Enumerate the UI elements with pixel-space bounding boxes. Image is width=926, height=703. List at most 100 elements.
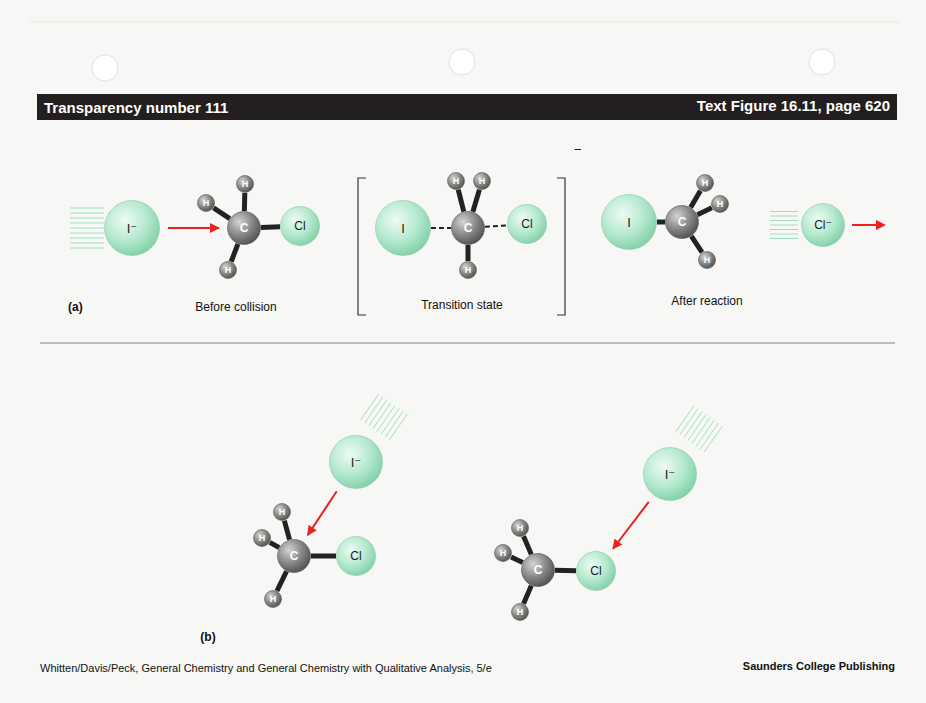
atom-symbol: H (453, 176, 460, 186)
atom-symbol: H (225, 265, 232, 275)
atom-symbol: I⁻ (351, 455, 361, 470)
chemical-bond (697, 208, 712, 215)
atom-symbol: H (500, 548, 507, 558)
panel-divider (40, 343, 895, 344)
atom-symbol: H (279, 507, 286, 517)
atom-symbol: H (704, 255, 711, 265)
atom-symbol: I⁻ (665, 467, 675, 482)
hydrogen-atom: H (236, 175, 254, 193)
atom-symbol: C (678, 215, 687, 229)
hydrogen-atom: H (197, 194, 215, 212)
motion-arrow (852, 224, 878, 226)
approach-arrow (168, 227, 219, 229)
page-edge (30, 22, 900, 23)
chemical-bond (311, 554, 336, 559)
chemical-bond (458, 190, 464, 212)
atom-symbol: Cl (590, 564, 601, 578)
caption-text: Transition state (421, 298, 503, 312)
atom-symbol: C (534, 563, 543, 577)
chemical-bond (431, 227, 451, 229)
hydrogen-atom: H (473, 172, 491, 190)
chemical-bond (242, 193, 247, 211)
chemical-bond (277, 571, 287, 591)
chemical-bond (485, 225, 507, 226)
hydrogen-atom: H (459, 261, 477, 279)
chlorine-atom: Cl (280, 206, 320, 246)
motion-arrow-head (876, 220, 886, 230)
carbon-atom: C (665, 205, 699, 239)
chemical-bond (511, 557, 523, 563)
chlorine-atom: Cl⁻ (801, 203, 845, 247)
hydrogen-atom: H (511, 603, 529, 621)
carbon-atom: C (227, 211, 261, 245)
atom-symbol: C (240, 221, 249, 235)
atom-symbol: H (702, 178, 709, 188)
motion-lines (70, 208, 798, 452)
atom-symbol: H (259, 533, 266, 543)
header-text: Text Figure 16.11, page 620 (697, 97, 890, 114)
iodine-atom: I⁻ (104, 200, 160, 256)
atom-symbol: H (479, 176, 486, 186)
chemical-bond (657, 220, 665, 225)
atom-symbol: H (270, 594, 277, 604)
atom-symbol: H (242, 179, 249, 189)
atom-symbol: H (203, 198, 210, 208)
charge-sign: − (574, 142, 582, 157)
chemical-bond (270, 542, 279, 547)
carbon-atom: C (451, 211, 485, 245)
approach-arrow (613, 502, 649, 549)
caption-text: Before collision (195, 300, 276, 314)
iodine-atom: I⁻ (329, 435, 383, 489)
chemical-bond (691, 191, 701, 208)
hydrogen-atom: H (698, 251, 716, 269)
chemical-bond (524, 536, 532, 554)
atom-symbol: I (627, 215, 631, 230)
hydrogen-atom: H (511, 519, 529, 537)
approach-arrow (308, 491, 337, 535)
chemical-bond (466, 245, 471, 261)
chemical-bond (214, 208, 230, 219)
chemical-bond (691, 236, 702, 252)
atom-symbol: I (401, 221, 405, 236)
hydrogen-atom: H (447, 172, 465, 190)
atom-symbol: Cl (350, 549, 361, 563)
atom-symbol: H (465, 265, 472, 275)
punch-holes (92, 49, 835, 81)
bracket (557, 178, 565, 315)
carbon-atom: C (521, 553, 555, 587)
hydrogen-atom: H (219, 261, 237, 279)
carbon-atom: C (277, 539, 311, 573)
chlorine-atom: Cl (507, 204, 547, 244)
source-credit: Whitten/Davis/Peck, General Chemistry an… (40, 662, 492, 674)
iodine-atom: I (601, 194, 657, 250)
bracket (358, 178, 366, 315)
chlorine-atom: Cl (576, 551, 616, 591)
chemical-bond (473, 190, 480, 212)
hydrogen-atom: H (264, 590, 282, 608)
atom-symbol: C (464, 221, 473, 235)
iodine-atom: I⁻ (643, 447, 697, 501)
panel-label: (a) (68, 300, 83, 314)
atom-symbol: Cl (294, 219, 305, 233)
hydrogen-atom: H (494, 544, 512, 562)
chemical-bond (231, 244, 238, 262)
caption-text: After reaction (671, 294, 742, 308)
chemical-bond (524, 586, 532, 604)
chemical-bond (284, 521, 289, 540)
atom-symbol: H (517, 607, 524, 617)
panel-label: (b) (200, 630, 215, 644)
chemical-bond (261, 224, 280, 230)
atom-symbol: Cl (521, 217, 532, 231)
chlorine-atom: Cl (336, 536, 376, 576)
atom-symbol: C (290, 549, 299, 563)
header-text: Transparency number 111 (44, 99, 228, 116)
atom-symbol: H (717, 199, 724, 209)
hydrogen-atom: H (696, 174, 714, 192)
hydrogen-atom: H (711, 195, 729, 213)
publisher-credit: Saunders College Publishing (743, 660, 895, 672)
iodine-atom: I (375, 200, 431, 256)
atom-symbol: H (517, 523, 524, 533)
atom-symbol: I⁻ (127, 221, 137, 236)
atom-symbol: Cl⁻ (814, 218, 832, 232)
